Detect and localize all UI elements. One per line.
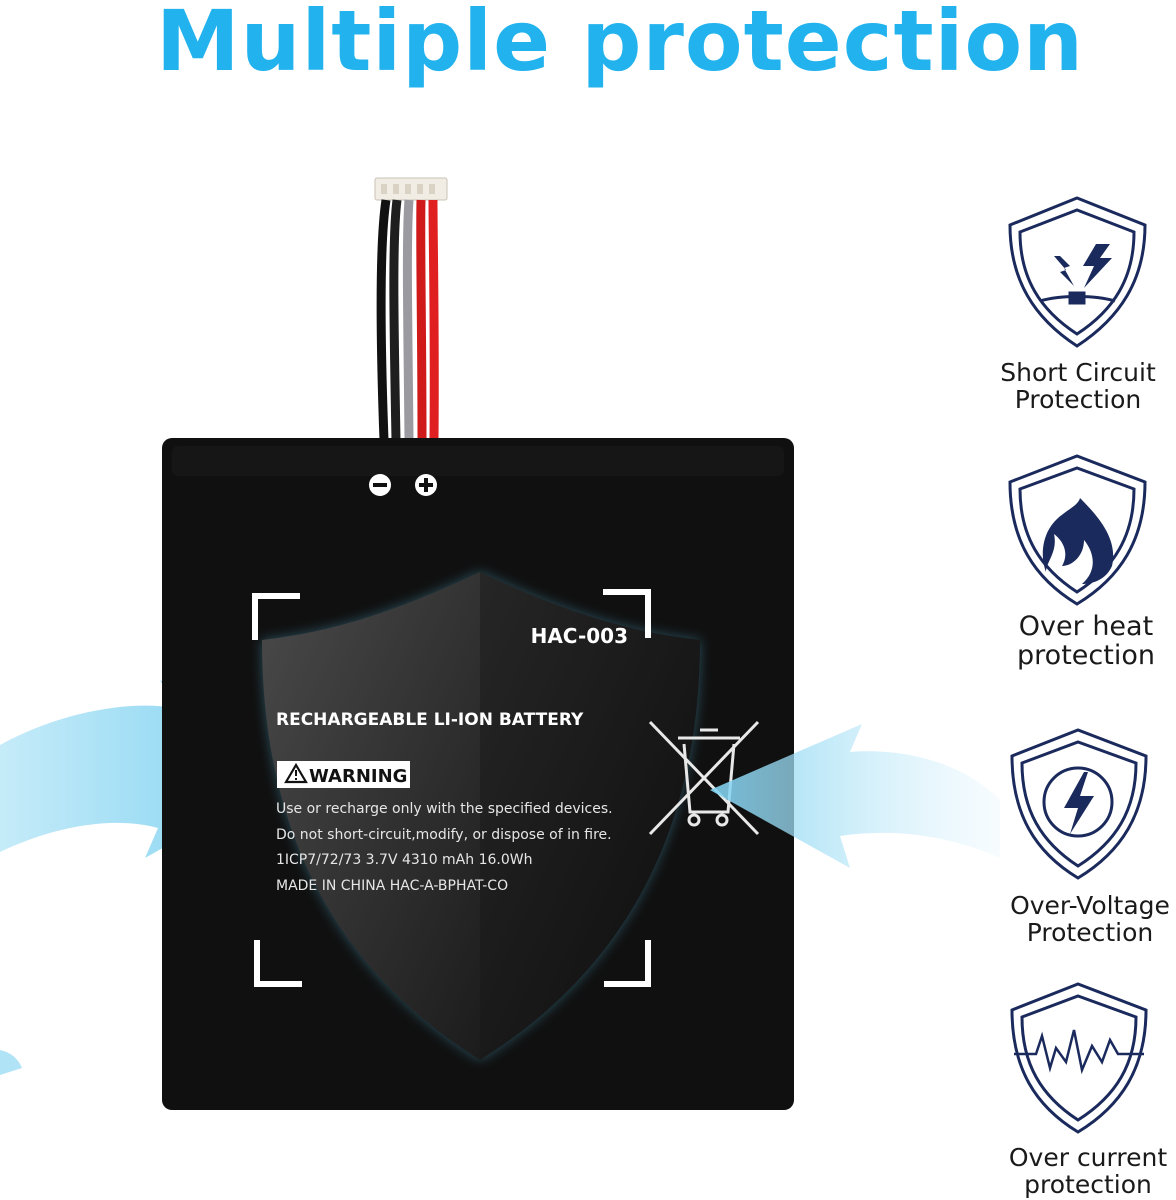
battery-line-3: 1ICP7/72/73 3.7V 4310 mAh 16.0Wh [276, 852, 532, 868]
warning-label: WARNING [309, 766, 407, 787]
feature-label-line-2: Protection [1026, 918, 1154, 947]
crossed-bin-icon [648, 720, 760, 836]
voltage-shield-icon [1010, 728, 1148, 880]
feature-label-line-1: Short Circuit [1000, 358, 1156, 387]
warning-badge: WARNING [277, 761, 410, 788]
terminal-symbols [369, 474, 437, 496]
feature-label-line-1: Over heat [1018, 611, 1154, 642]
flame-shield-icon [1008, 454, 1147, 606]
feature-label-line-2: protection [1017, 640, 1155, 671]
lightning-shield-icon [1008, 196, 1147, 348]
battery-line-2: Do not short-circuit,modify, or dispose … [276, 827, 612, 843]
frame-corners [252, 589, 651, 987]
shield-graphic [262, 572, 700, 1060]
battery-model: HAC-003 [531, 624, 628, 648]
feature-label-short-circuit: Short Circuit Protection [992, 359, 1164, 413]
feature-label-line-2: protection [1024, 1170, 1152, 1199]
heartbeat-shield-icon [1010, 982, 1148, 1134]
feature-label-over-voltage: Over-Voltage Protection [1004, 892, 1176, 946]
feature-label-line-1: Over-Voltage [1010, 891, 1170, 920]
battery-line-1: Use or recharge only with the specified … [276, 801, 613, 817]
headline: Multiple protection [156, 0, 1084, 90]
feature-label-line-2: Protection [1014, 385, 1142, 414]
feature-label-line-1: Over current [1008, 1143, 1168, 1172]
battery-line-4: MADE IN CHINA HAC-A-BPHAT-CO [276, 878, 508, 894]
battery-cable [374, 177, 448, 441]
feature-label-over-current: Over current protection [1002, 1144, 1174, 1198]
feature-label-over-heat: Over heat protection [1000, 612, 1172, 670]
right-arrow-icon [710, 724, 1000, 868]
battery-title: RECHARGEABLE LI-ION BATTERY [276, 710, 584, 730]
